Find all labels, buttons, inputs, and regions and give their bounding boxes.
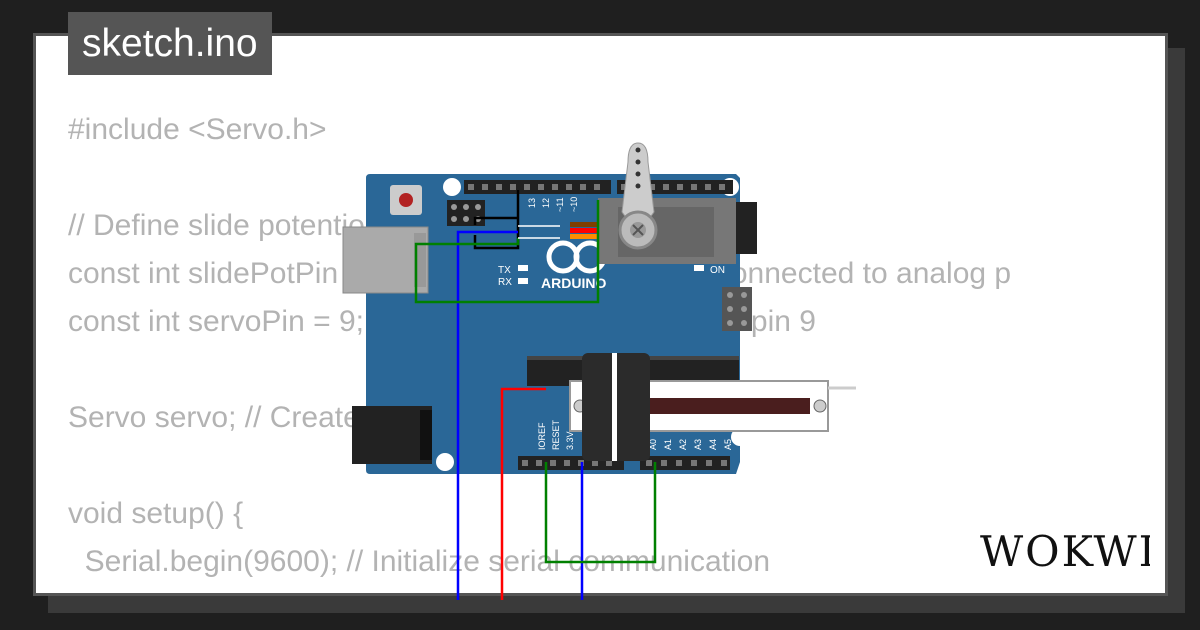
mount-hole bbox=[731, 428, 749, 446]
file-title-badge: sketch.ino bbox=[68, 12, 272, 75]
pin-label-a4: A4 bbox=[708, 439, 718, 450]
pin-label-a5: A5 bbox=[723, 439, 733, 450]
analog-header bbox=[640, 456, 730, 470]
slide-pot-knob-marker bbox=[612, 353, 617, 461]
pin-label-12: 12 bbox=[541, 198, 551, 208]
mount-hole bbox=[443, 178, 461, 196]
wire-red bbox=[500, 387, 546, 600]
on-led bbox=[694, 265, 704, 271]
wire-black bbox=[473, 190, 520, 250]
on-label: ON bbox=[710, 265, 725, 276]
pin-label-reset: RESET bbox=[551, 419, 561, 450]
power-jack-front bbox=[420, 410, 432, 460]
wires bbox=[414, 190, 657, 600]
pin-label-13: 13 bbox=[527, 198, 537, 208]
reset-button[interactable] bbox=[399, 193, 413, 207]
pin-label-a3: A3 bbox=[693, 439, 703, 450]
pin-label-a2: A2 bbox=[678, 439, 688, 450]
servo-motor[interactable] bbox=[570, 142, 736, 264]
wire-blue bbox=[456, 230, 518, 600]
code-line: void setup() { bbox=[68, 497, 244, 530]
servo-wire-brown bbox=[570, 222, 598, 227]
usb-connector bbox=[342, 226, 429, 294]
wokwi-logo-text: WOKWI bbox=[980, 528, 1150, 576]
code-line: #include <Servo.h> bbox=[68, 113, 327, 146]
arduino-brand-label: ARDUINO bbox=[541, 275, 606, 291]
icsp-header-right bbox=[722, 287, 752, 331]
servo-wire-orange bbox=[570, 234, 598, 239]
slide-potentiometer[interactable] bbox=[569, 353, 856, 461]
rx-label: RX bbox=[498, 277, 512, 288]
servo-wire-red bbox=[570, 228, 598, 233]
wire-green-a0 bbox=[544, 462, 657, 564]
slide-pot-screw bbox=[813, 399, 827, 413]
rx-led bbox=[518, 278, 528, 284]
pin-label-3v3: 3.3V bbox=[565, 431, 575, 450]
icsp-header bbox=[447, 200, 485, 226]
pin-label-a0: A0 bbox=[648, 439, 658, 450]
tx-label: TX bbox=[498, 265, 511, 276]
pin-label-11: ~11 bbox=[555, 197, 565, 212]
pin-label-10: ~10 bbox=[569, 197, 579, 212]
tx-led bbox=[518, 265, 528, 271]
pin-label-a1: A1 bbox=[663, 439, 673, 450]
power-jack bbox=[352, 406, 432, 464]
slide-pot-track bbox=[640, 398, 810, 414]
digital-header-left bbox=[464, 180, 611, 194]
code-line: Serial.begin(9600); // Initialize serial… bbox=[68, 545, 770, 578]
pin-label-ioref: IOREF bbox=[537, 422, 547, 450]
mount-hole bbox=[436, 453, 454, 471]
wire-green-signal bbox=[414, 200, 600, 304]
wokwi-logo: WOKWI bbox=[980, 528, 1150, 576]
wire-black bbox=[473, 216, 518, 225]
